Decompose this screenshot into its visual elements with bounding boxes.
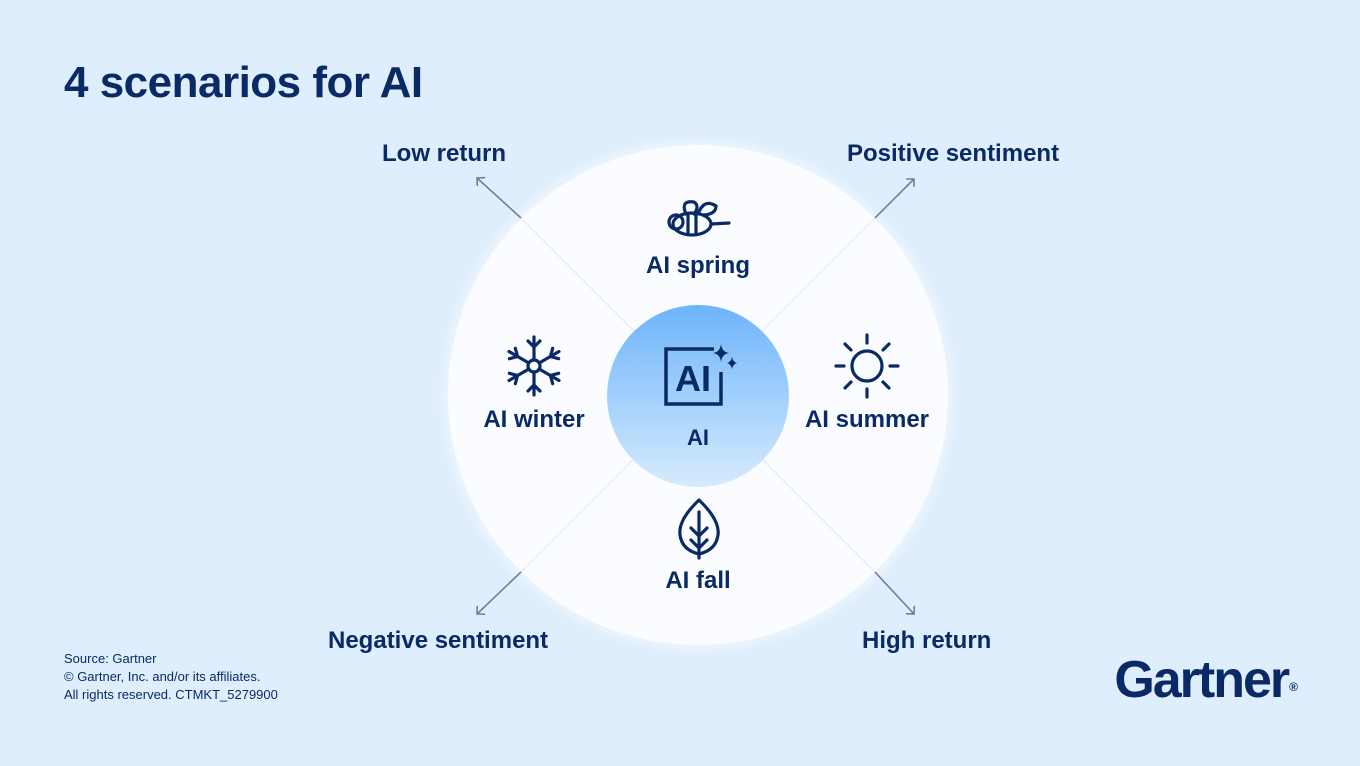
sun-icon (834, 333, 900, 399)
leaf-icon (678, 498, 720, 560)
axis-label-positive-sentiment: Positive sentiment (847, 140, 1060, 167)
ai-sparkle-icon: AI (664, 344, 737, 406)
arrow-negative-sentiment (477, 571, 522, 614)
copyright-text: © Gartner, Inc. and/or its affiliates. (64, 669, 261, 684)
ai-icon-text: AI (675, 358, 711, 399)
arrow-high-return (874, 571, 914, 614)
axis-label-high-return: High return (862, 627, 992, 654)
registered-mark: ® (1289, 680, 1298, 694)
bee-icon (667, 200, 731, 237)
segment-label-ai-winter: AI winter (483, 406, 585, 433)
arrow-low-return (477, 178, 522, 219)
axis-label-negative-sentiment: Negative sentiment (328, 627, 549, 654)
page-title: 4 scenarios for AI (64, 58, 423, 107)
segment-label-ai-fall: AI fall (665, 567, 731, 594)
footer: Source: Gartner © Gartner, Inc. and/or i… (64, 650, 278, 704)
snowflake-icon (507, 335, 561, 397)
center-label: AI (687, 425, 709, 450)
segment-label-ai-spring: AI spring (645, 252, 751, 279)
arrow-positive-sentiment (874, 179, 914, 219)
source-text: Source: Gartner (64, 651, 157, 666)
gartner-logo: Gartner® (1114, 650, 1298, 710)
logo-text: Gartner (1114, 651, 1290, 709)
rights-text: All rights reserved. CTMKT_5279900 (64, 687, 278, 702)
axis-label-low-return: Low return (382, 140, 506, 167)
segment-label-ai-summer: AI summer (804, 406, 930, 433)
center-circle (607, 305, 789, 487)
